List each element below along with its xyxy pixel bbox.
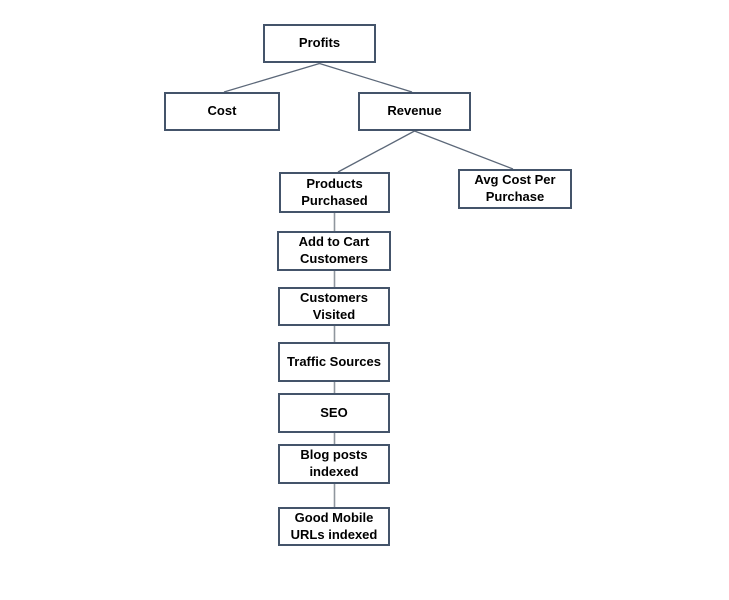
node-revenue-label: Revenue — [387, 103, 442, 119]
edge-profits-cost — [223, 62, 320, 93]
node-profits-label: Profits — [298, 35, 341, 51]
node-revenue: Revenue — [358, 92, 471, 131]
node-seo-label: SEO — [320, 404, 348, 420]
node-products-purchased: Products Purchased — [279, 172, 390, 213]
node-add-to-cart-customers: Add to Cart Customers — [277, 231, 391, 271]
node-customers-visited-label: Customers — [300, 289, 368, 305]
node-blog-posts-indexed: Blog posts indexed — [278, 444, 390, 484]
edge-profits-revenue — [319, 62, 413, 93]
node-products-purchased-label: Products — [306, 175, 363, 191]
node-customers-visited: Customers Visited — [278, 287, 390, 326]
node-traffic-sources: Traffic Sources — [278, 342, 390, 382]
edge-revenue-products — [337, 130, 415, 173]
edge-revenue-avgcost — [414, 130, 514, 170]
node-profits: Profits — [263, 24, 376, 63]
node-avg-cost-per-purchase-label: Avg Cost Per — [474, 172, 556, 188]
node-seo: SEO — [278, 393, 390, 433]
node-cost: Cost — [164, 92, 280, 131]
node-good-mobile-urls-indexed: Good Mobile URLs indexed — [278, 507, 390, 546]
node-cost-label: Cost — [207, 103, 237, 119]
node-blog-posts-indexed-label: Blog posts — [300, 447, 368, 463]
node-traffic-sources-label: Traffic Sources — [287, 353, 381, 369]
node-add-to-cart-customers-label: Add to Cart — [298, 234, 370, 250]
node-avg-cost-per-purchase: Avg Cost Per Purchase — [458, 169, 572, 209]
node-good-mobile-urls-indexed-label: Good Mobile — [294, 509, 374, 525]
